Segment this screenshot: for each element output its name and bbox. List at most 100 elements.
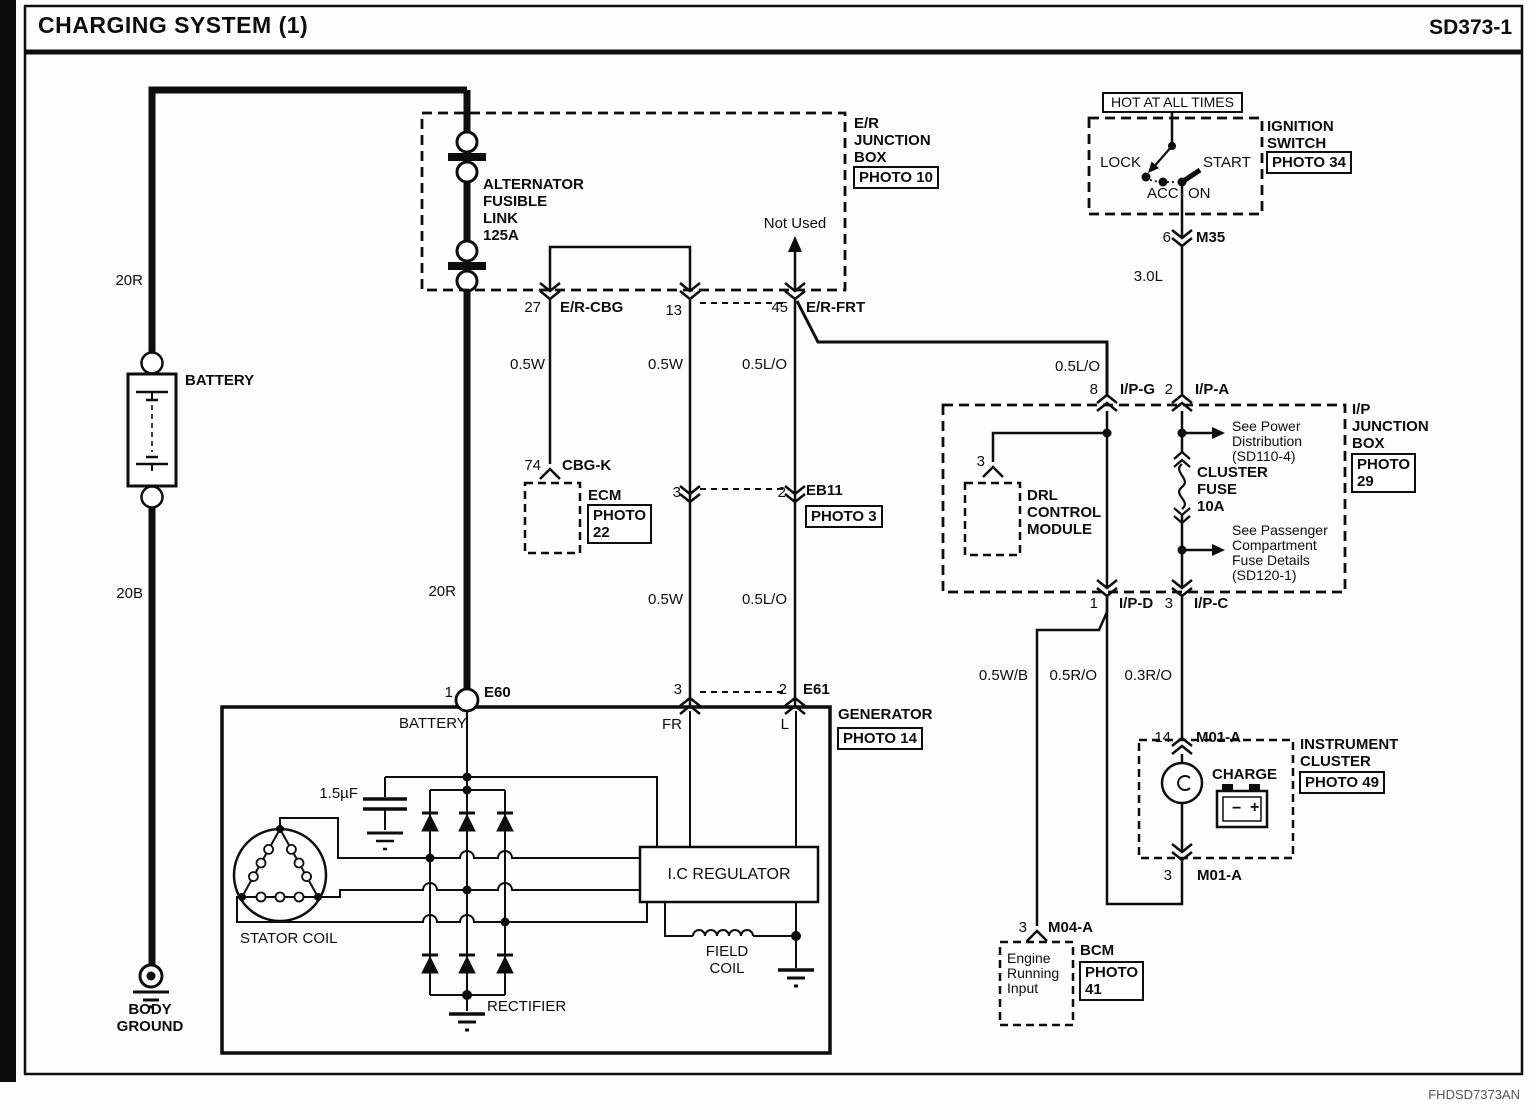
body-ground-label-1: BODY (128, 1001, 172, 1018)
body-ground-label-2: GROUND (116, 1018, 184, 1035)
wire-label-20b: 20B (116, 585, 143, 602)
ecm-photo-ref: PHOTO 22 (587, 504, 653, 544)
generator-inner-wires (363, 711, 797, 1032)
fusible-link-label-2: FUSIBLE (483, 193, 548, 210)
ignition-pos-start: START (1203, 154, 1251, 171)
junction-dots (238, 772, 801, 1000)
connector-m01a-bottom: M01-A (1197, 867, 1243, 884)
bcm-photo-ref: PHOTO 41 (1079, 961, 1145, 1001)
ip-box-name-2: JUNCTION (1352, 418, 1429, 435)
generator-box (220, 705, 832, 1055)
instrument-cluster-photo-ref: PHOTO 49 (1299, 771, 1385, 794)
generator-l-pin-label: L (780, 716, 789, 733)
pin-27: 27 (524, 299, 541, 316)
passenger-fuse-note-2: Compartment (1232, 537, 1317, 553)
connector-m04a: M04-A (1048, 919, 1094, 936)
fusible-link-label-4: 125A (483, 227, 519, 244)
ic-regulator-box (638, 845, 820, 904)
passenger-fuse-note-1: See Passenger (1232, 522, 1328, 538)
field-coil-label-2: COIL (709, 960, 745, 977)
battery-symbol (126, 351, 178, 509)
ip-box-photo-ref: PHOTO 29 (1351, 453, 1417, 493)
cluster-fuse-label-3: 10A (1197, 498, 1225, 515)
ignition-name-2: SWITCH (1267, 135, 1327, 152)
ipd-pin: 1 (1089, 595, 1098, 612)
main-power-wires (148, 86, 471, 964)
connector-ipc: I/P-C (1194, 595, 1229, 612)
pin-13: 13 (665, 302, 682, 319)
dashed-boxes-large (420, 111, 1347, 594)
cluster-fuse-label-1: CLUSTER (1197, 464, 1268, 481)
battery-icon-minus: − (1232, 800, 1242, 817)
m01a-top-pin: 14 (1154, 729, 1171, 746)
e60-connector-ring (454, 687, 480, 713)
ignition-switch-contacts (1141, 142, 1187, 187)
not-used-arrow (788, 236, 802, 252)
bcm-photo-line-2: 41 (1085, 981, 1102, 998)
cluster-fuse-chevrons (1173, 450, 1191, 525)
ip-junction-inner-wires (991, 411, 1212, 588)
ecm-label: ECM (588, 487, 622, 504)
hot-at-all-times-tag: HOT AT ALL TIMES (1102, 92, 1243, 113)
wire-label-05w-fr-lower: 0.5W (647, 591, 683, 608)
passenger-fuse-note-4: (SD120-1) (1232, 567, 1297, 583)
wire-label-05lo-l-upper: 0.5L/O (741, 356, 787, 373)
not-used-label: Not Used (763, 215, 827, 232)
ignition-name-1: IGNITION (1267, 118, 1334, 135)
eb11-pin-2: 2 (777, 484, 786, 501)
eb11-photo-ref: PHOTO 3 (805, 505, 883, 528)
connector-ipg: I/P-G (1120, 381, 1156, 398)
wire-label-05w-cbg: 0.5W (509, 356, 545, 373)
power-dist-note-3: (SD110-4) (1232, 448, 1296, 464)
ignition-pos-on: ON (1188, 185, 1211, 202)
bcm-input-2: Running (1007, 965, 1060, 981)
cluster-fuse-label-2: FUSE (1197, 481, 1238, 498)
bcm-input-3: Input (1007, 980, 1039, 996)
doc-code: FHDSD7373AN (1428, 1087, 1520, 1102)
generator-battery-pin-label: BATTERY (399, 715, 467, 732)
fusible-link-symbol (448, 130, 486, 293)
er-box-name-3: BOX (854, 149, 887, 166)
er-box-name-1: E/R (854, 115, 880, 132)
generator-fr-pin-label: FR (662, 716, 682, 733)
connector-er-frt: E/R-FRT (806, 299, 866, 316)
stator-coil-label: STATOR COIL (240, 930, 338, 947)
er-box-photo-ref: PHOTO 10 (853, 166, 939, 189)
er-junction-inner-wires (548, 245, 797, 304)
ip-box-name-1: I/P (1352, 401, 1371, 418)
m35-pin: 6 (1162, 229, 1171, 246)
battery-icon (1215, 784, 1269, 829)
eb11-pin-3: 3 (672, 484, 681, 501)
e61-pin-3: 3 (673, 681, 682, 698)
m01a-bottom-pin: 3 (1163, 867, 1172, 884)
cluster-fuse-symbol (1178, 463, 1186, 510)
er-box-name-2: JUNCTION (854, 132, 931, 149)
rectifier-label: RECTIFIER (487, 998, 567, 1015)
charge-lamp-label: CHARGE (1212, 766, 1278, 783)
pin-74: 74 (524, 457, 541, 474)
stator-phase-wires (236, 817, 648, 923)
connector-m35: M35 (1196, 229, 1226, 246)
ignition-photo-ref: PHOTO 34 (1266, 151, 1352, 174)
passenger-fuse-note-3: Fuse Details (1232, 552, 1310, 568)
wire-label-20r-lower: 20R (428, 583, 456, 600)
stator-circle (232, 827, 328, 923)
lower-right-wires (1035, 596, 1184, 926)
connector-e60: E60 (484, 684, 511, 701)
wire-label-05ro: 0.5R/O (1049, 667, 1097, 684)
connector-ipa: I/P-A (1195, 381, 1230, 398)
ip-photo-line-1: PHOTO (1357, 456, 1411, 473)
ecm-photo-line-2: 22 (593, 524, 610, 541)
drl-name-1: DRL (1027, 487, 1058, 504)
connector-cbg-k: CBG-K (562, 457, 612, 474)
ipc-pin: 3 (1164, 595, 1173, 612)
field-coil-label-1: FIELD (705, 943, 749, 960)
instrument-cluster-name-1: INSTRUMENT (1300, 736, 1399, 753)
wire-label-30l: 3.0L (1133, 268, 1163, 285)
battery-icon-plus: + (1250, 799, 1260, 816)
pin-45: 45 (771, 299, 788, 316)
ignition-pos-acc: ACC (1147, 185, 1179, 202)
connector-ipd: I/P-D (1119, 595, 1154, 612)
